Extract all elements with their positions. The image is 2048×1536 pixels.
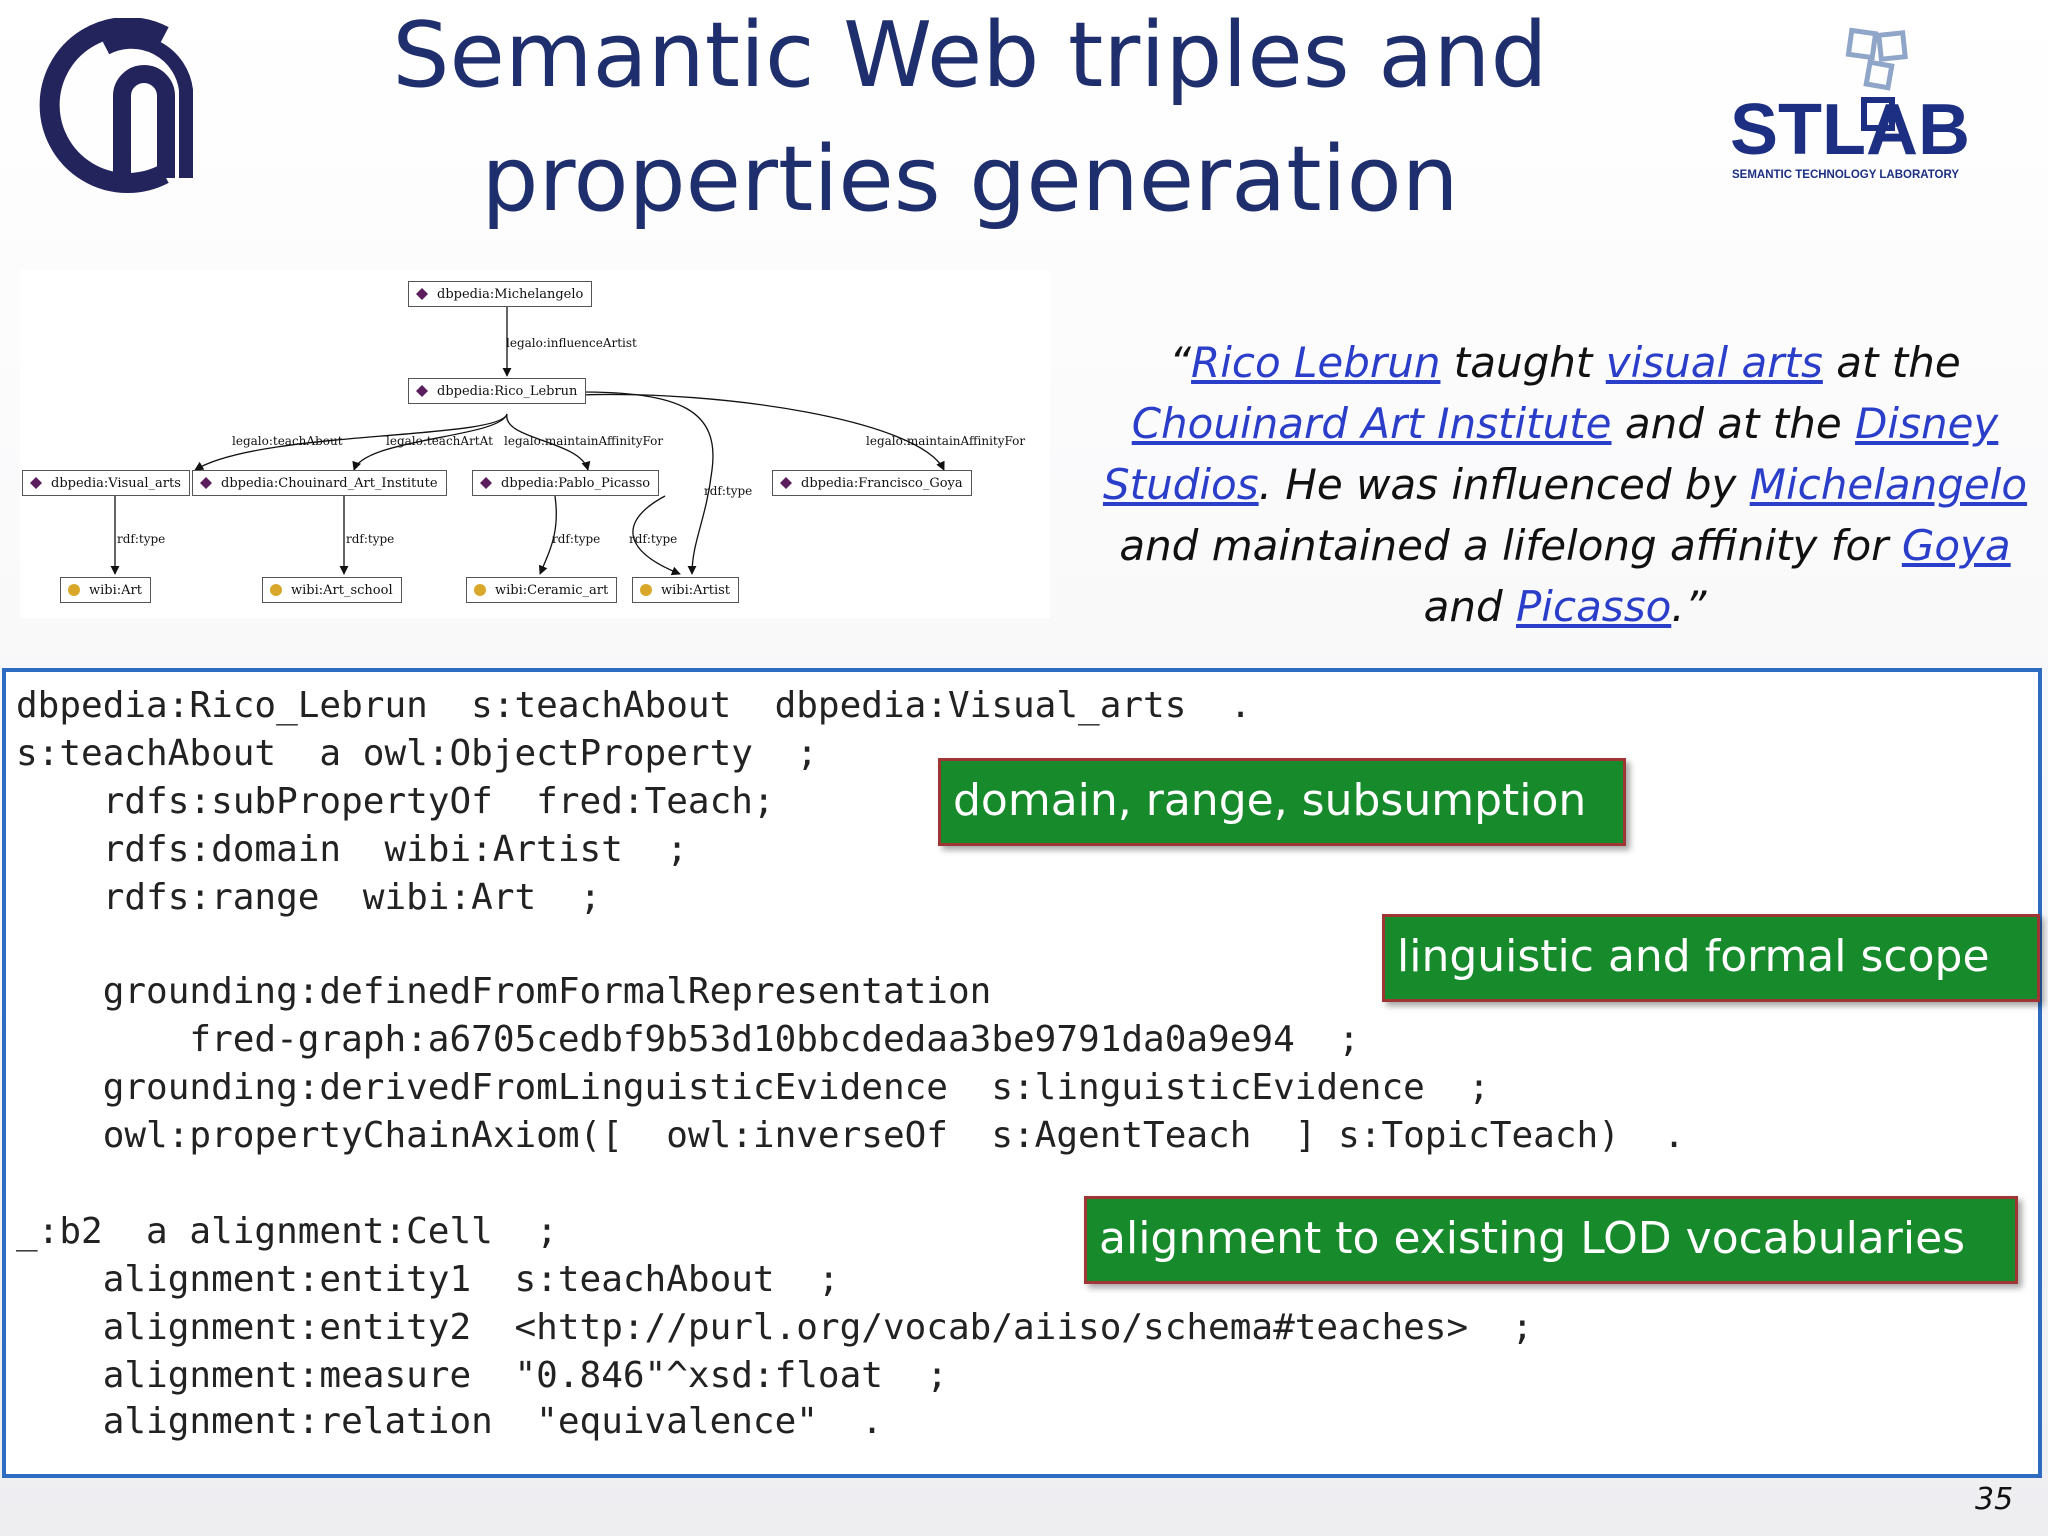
edge-label-type-lebrun: rdf:type: [704, 484, 753, 498]
instance-diamond-icon: [416, 288, 428, 300]
callout-linguistic-scope: linguistic and formal scope: [1382, 914, 2040, 1002]
node-rico-lebrun: dbpedia:Rico_Lebrun: [408, 378, 587, 404]
edge-type-lebrun: [579, 391, 714, 575]
link-chouinard[interactable]: Chouinard Art Institute: [1131, 399, 1612, 448]
code-line: _:b2 a alignment:Cell ;: [16, 1211, 558, 1252]
node-ceramic-art: wibi:Ceramic_art: [466, 577, 618, 603]
node-visual-arts: dbpedia:Visual_arts: [22, 470, 190, 496]
instance-diamond-icon: [780, 477, 792, 489]
node-goya: dbpedia:Francisco_Goya: [772, 470, 972, 496]
code-line: grounding:definedFromFormalRepresentatio…: [16, 971, 992, 1012]
stlab-logo: STLAB SEMANTIC TECHNOLOGY LABORATORY: [1730, 27, 1970, 181]
callout-lod-alignment: alignment to existing LOD vocabularies: [1084, 1196, 2018, 1284]
cnr-logo: [39, 18, 193, 193]
instance-diamond-icon: [30, 477, 42, 489]
edge-teach-about: [194, 413, 508, 471]
stlab-wordmark: STLAB: [1730, 90, 1970, 170]
code-line: rdfs:domain wibi:Artist ;: [16, 829, 688, 870]
code-line: alignment:relation "equivalence" .: [16, 1401, 883, 1442]
stlab-squares-icon: [1845, 27, 1908, 131]
edge-label-teach-art-at: legalo:teachArtAt: [386, 434, 493, 448]
graph-edges: [110, 296, 945, 576]
code-line: dbpedia:Rico_Lebrun s:teachAbout dbpedia…: [16, 685, 1252, 726]
class-circle-icon: [68, 584, 80, 596]
link-goya[interactable]: Goya: [1901, 521, 2011, 570]
callout-domain-range: domain, range, subsumption: [938, 758, 1626, 846]
code-line: alignment:entity1 s:teachAbout ;: [16, 1259, 840, 1300]
instance-diamond-icon: [480, 477, 492, 489]
node-art: wibi:Art: [60, 577, 151, 603]
edge-label-influence: legalo:influenceArtist: [506, 336, 637, 350]
code-line: alignment:entity2 <http://purl.org/vocab…: [16, 1307, 1534, 1348]
edge-label-maintain-picasso: legalo:maintainAffinityFor: [504, 434, 664, 448]
link-picasso[interactable]: Picasso: [1515, 582, 1672, 631]
node-picasso: dbpedia:Pablo_Picasso: [472, 470, 660, 496]
link-visual-arts[interactable]: visual arts: [1605, 338, 1823, 387]
edge-maintain-goya: [579, 393, 945, 471]
instance-diamond-icon: [416, 385, 428, 397]
slide-title: Semantic Web triples and properties gene…: [340, 0, 1600, 242]
edge-type-picasso-ceramic: [538, 495, 557, 575]
stlab-tagline: SEMANTIC TECHNOLOGY LABORATORY: [1732, 169, 1959, 181]
edge-type-picasso-artist: [632, 495, 681, 576]
class-circle-icon: [640, 584, 652, 596]
triple-graph-diagram: dbpedia:Michelangelo dbpedia:Rico_Lebrun…: [20, 270, 1050, 618]
edge-label-type-picasso-ceramic: rdf:type: [552, 532, 601, 546]
source-quote: “Rico Lebrun taught visual arts at the C…: [1102, 338, 2028, 631]
title-line-1: Semantic Web triples and: [392, 3, 1548, 108]
class-circle-icon: [270, 584, 282, 596]
code-line: fred-graph:a6705cedbf9b53d10bbcdedaa3be9…: [16, 1019, 1360, 1060]
instance-diamond-icon: [200, 477, 212, 489]
node-artist: wibi:Artist: [632, 577, 740, 603]
code-line: owl:propertyChainAxiom([ owl:inverseOf s…: [16, 1115, 1685, 1156]
class-circle-icon: [474, 584, 486, 596]
node-michelangelo: dbpedia:Michelangelo: [408, 281, 593, 307]
edge-label-maintain-goya: legalo:maintainAffinityFor: [866, 434, 1026, 448]
node-chouinard: dbpedia:Chouinard_Art_Institute: [192, 470, 447, 496]
turtle-code-panel: dbpedia:Rico_Lebrun s:teachAbout dbpedia…: [2, 668, 2042, 1478]
edge-maintain-picasso: [506, 413, 591, 471]
code-line: alignment:measure "0.846"^xsd:float ;: [16, 1355, 948, 1396]
page-number: 35: [1975, 1482, 2014, 1517]
link-michelangelo[interactable]: Michelangelo: [1749, 460, 2028, 509]
edge-label-type-picasso-artist: rdf:type: [629, 532, 678, 546]
link-rico-lebrun[interactable]: Rico Lebrun: [1191, 338, 1441, 387]
edge-label-type-chouinard: rdf:type: [346, 532, 395, 546]
edge-teach-art-at: [352, 413, 508, 471]
node-art-school: wibi:Art_school: [262, 577, 402, 603]
code-line: s:teachAbout a owl:ObjectProperty ;: [16, 733, 818, 774]
edge-label-teach-about: legalo:teachAbout: [232, 434, 343, 448]
title-line-2: properties generation: [481, 127, 1459, 232]
code-line: grounding:derivedFromLinguisticEvidence …: [16, 1067, 1490, 1108]
link-disney-studios[interactable]: Disney Studios: [1102, 399, 1999, 509]
code-line: rdfs:subPropertyOf fred:Teach;: [16, 781, 775, 822]
edge-label-type-visual: rdf:type: [117, 532, 166, 546]
code-line: rdfs:range wibi:Art ;: [16, 877, 602, 918]
